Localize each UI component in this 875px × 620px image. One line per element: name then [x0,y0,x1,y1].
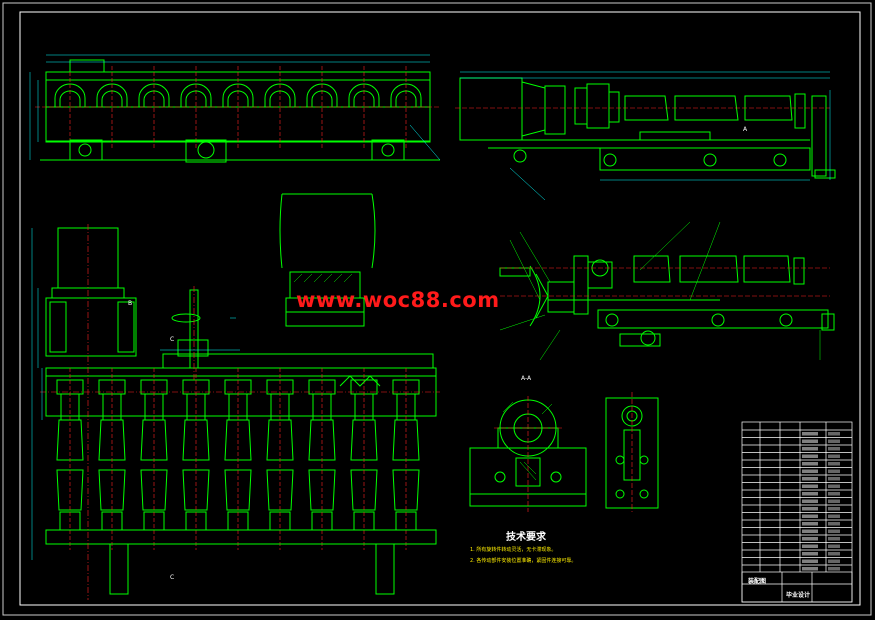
parts-list-cell-mark [802,514,818,518]
roll-hatch [293,273,353,283]
roll-upper [308,419,336,461]
view-top-roller-row [40,59,440,163]
view-plan-drive [499,255,835,347]
parts-list-cell-mark [802,454,818,458]
parts-list-cell-mark [828,484,840,488]
roll-lower [308,469,336,511]
parts-list-cell-mark [828,447,840,451]
parts-list-cell-mark [802,447,818,451]
section-label-c-bottom: C [170,574,175,581]
section-label-a: A [743,126,748,133]
roll-lower [98,469,126,511]
parts-list-cell-mark [828,462,840,466]
technical-requirements-title: 技术要求 [506,532,546,543]
parts-list-cell-mark [802,484,818,488]
inner-frame [19,11,861,606]
parts-list-cell-mark [828,507,840,511]
roll-upper [266,419,294,461]
parts-list-cell-mark [802,507,818,511]
roll-lower [266,469,294,511]
parts-list-cell-mark [828,522,840,526]
parts-list-cell-mark [802,439,818,443]
parts-list-cell-mark [828,439,840,443]
view-main-front [45,227,437,595]
roll-upper [350,419,378,461]
parts-list-cell-mark [802,559,818,563]
parts-list-cell-mark [828,499,840,503]
parts-list-cell-mark [802,469,818,473]
parts-list-cell-mark [802,552,818,556]
roll-upper [98,419,126,461]
parts-list-cell-mark [802,522,818,526]
parts-list-cell-mark [802,477,818,481]
title-block [741,421,853,603]
title-block-label-a: 装配图 [748,578,767,585]
roll-lower [56,469,84,511]
parts-list-cell-mark [828,552,840,556]
parts-list-cell-mark [802,567,818,571]
view-roll-detail [279,193,376,327]
parts-list-cell-mark [828,544,840,548]
parts-list-cell-mark [828,454,840,458]
roll-lower [224,469,252,511]
roll-lower [350,469,378,511]
parts-list-cell-mark [828,492,840,496]
roll-lower [140,469,168,511]
view-label-a-a: A-A [521,375,532,382]
technical-note-1: 1. 所有旋转件转动灵活，无卡滞现象。 [470,547,557,553]
parts-list-cell-mark [828,567,840,571]
parts-list-cell-mark [828,514,840,518]
roll-lower [182,469,210,511]
parts-list-cell-mark [828,469,840,473]
parts-list-cell-mark [802,537,818,541]
roll-upper [56,419,84,461]
roll-upper [182,419,210,461]
technical-note-2: 2. 各传动部件安装位置准确，紧固件连接可靠。 [470,558,577,564]
parts-list-cell-mark [828,537,840,541]
roll-upper [224,419,252,461]
parts-list-cell-mark [802,462,818,466]
roll-upper [140,419,168,461]
parts-list-cell-mark [828,477,840,481]
parts-list-cell-mark [828,529,840,533]
title-block-label-b: 毕业设计 [786,592,811,599]
view-side-elevation [459,77,836,179]
parts-list-cell-mark [828,432,840,436]
section-label-c-top: C [170,336,175,343]
parts-list-cell-mark [802,432,818,436]
parts-list-cell-mark [828,559,840,563]
roll-lower [392,469,420,511]
roll-upper [392,419,420,461]
parts-list-cell-mark [802,544,818,548]
parts-list-cell-mark [802,499,818,503]
watermark: www.woc88.com [296,288,500,312]
parts-list-cell-mark [802,529,818,533]
title-block-fill [802,432,840,571]
section-label-b: B [128,300,133,307]
parts-list-cell-mark [802,492,818,496]
